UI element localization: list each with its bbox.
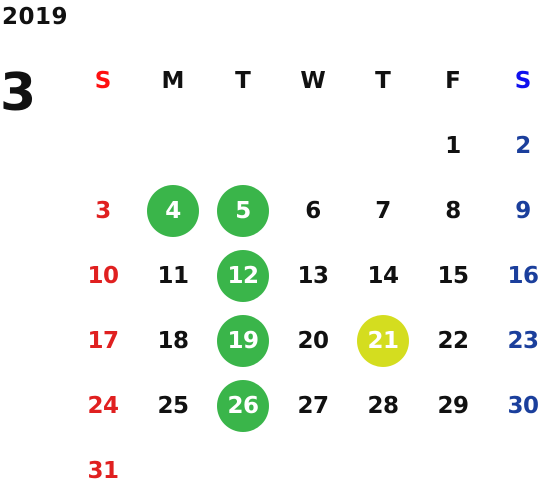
day-number-highlighted: 5 bbox=[217, 184, 269, 237]
weekday-header: S bbox=[94, 67, 112, 94]
weekday-header: T bbox=[235, 67, 251, 94]
day-number: 9 bbox=[515, 197, 531, 224]
day-number: 22 bbox=[437, 327, 469, 354]
empty-day-cell bbox=[208, 113, 278, 178]
day-cell[interactable]: 7 bbox=[348, 178, 418, 243]
day-cell[interactable]: 23 bbox=[488, 308, 548, 373]
day-cell[interactable]: 29 bbox=[418, 373, 488, 438]
day-cell[interactable]: 9 bbox=[488, 178, 548, 243]
day-cell[interactable]: 16 bbox=[488, 243, 548, 308]
day-number-highlighted: 19 bbox=[217, 314, 269, 367]
day-cell[interactable]: 2 bbox=[488, 113, 548, 178]
empty-day-cell bbox=[348, 113, 418, 178]
day-number: 25 bbox=[157, 392, 189, 419]
weekday-header: W bbox=[300, 67, 326, 94]
day-number: 8 bbox=[445, 197, 461, 224]
empty-day-cell bbox=[278, 113, 348, 178]
day-number-highlighted: 21 bbox=[357, 314, 409, 367]
day-number: 20 bbox=[297, 327, 329, 354]
day-number: 1 bbox=[445, 132, 461, 159]
day-number: 15 bbox=[437, 262, 469, 289]
day-cell[interactable]: 22 bbox=[418, 308, 488, 373]
day-cell[interactable]: 19 bbox=[208, 308, 278, 373]
day-number: 29 bbox=[437, 392, 469, 419]
day-cell[interactable]: 28 bbox=[348, 373, 418, 438]
day-number: 14 bbox=[367, 262, 399, 289]
day-cell[interactable]: 25 bbox=[138, 373, 208, 438]
day-number: 6 bbox=[305, 197, 321, 224]
day-cell[interactable]: 5 bbox=[208, 178, 278, 243]
day-number: 2 bbox=[515, 132, 531, 159]
day-cell[interactable]: 17 bbox=[68, 308, 138, 373]
day-number: 27 bbox=[297, 392, 329, 419]
day-cell[interactable]: 20 bbox=[278, 308, 348, 373]
day-cell[interactable]: 21 bbox=[348, 308, 418, 373]
day-cell[interactable]: 15 bbox=[418, 243, 488, 308]
calendar-year: 2019 bbox=[2, 4, 69, 30]
day-cell[interactable]: 27 bbox=[278, 373, 348, 438]
day-number: 17 bbox=[87, 327, 119, 354]
day-number: 18 bbox=[157, 327, 189, 354]
day-number: 13 bbox=[297, 262, 329, 289]
empty-day-cell bbox=[138, 113, 208, 178]
day-cell[interactable]: 24 bbox=[68, 373, 138, 438]
calendar-month: 3 bbox=[0, 63, 37, 123]
day-cell[interactable]: 1 bbox=[418, 113, 488, 178]
day-number: 28 bbox=[367, 392, 399, 419]
day-cell[interactable]: 10 bbox=[68, 243, 138, 308]
day-number-highlighted: 4 bbox=[147, 184, 199, 237]
day-number: 31 bbox=[87, 457, 119, 484]
day-number: 7 bbox=[375, 197, 391, 224]
day-cell[interactable]: 8 bbox=[418, 178, 488, 243]
day-cell[interactable]: 13 bbox=[278, 243, 348, 308]
weekday-header: S bbox=[514, 67, 532, 94]
day-number: 10 bbox=[87, 262, 119, 289]
day-cell[interactable]: 12 bbox=[208, 243, 278, 308]
empty-day-cell bbox=[68, 113, 138, 178]
weekday-header: F bbox=[445, 67, 461, 94]
day-number-highlighted: 12 bbox=[217, 249, 269, 302]
day-number: 16 bbox=[507, 262, 539, 289]
day-cell[interactable]: 30 bbox=[488, 373, 548, 438]
day-cell[interactable]: 18 bbox=[138, 308, 208, 373]
day-cell[interactable]: 6 bbox=[278, 178, 348, 243]
day-number: 3 bbox=[95, 197, 111, 224]
day-cell[interactable]: 14 bbox=[348, 243, 418, 308]
weekday-header: M bbox=[161, 67, 185, 94]
day-number: 11 bbox=[157, 262, 189, 289]
day-cell[interactable]: 4 bbox=[138, 178, 208, 243]
day-number-highlighted: 26 bbox=[217, 379, 269, 432]
day-cell[interactable]: 31 bbox=[68, 438, 138, 503]
day-number: 24 bbox=[87, 392, 119, 419]
day-cell[interactable]: 3 bbox=[68, 178, 138, 243]
weekday-header: T bbox=[375, 67, 391, 94]
day-number: 23 bbox=[507, 327, 539, 354]
day-cell[interactable]: 11 bbox=[138, 243, 208, 308]
day-number: 30 bbox=[507, 392, 539, 419]
day-cell[interactable]: 26 bbox=[208, 373, 278, 438]
